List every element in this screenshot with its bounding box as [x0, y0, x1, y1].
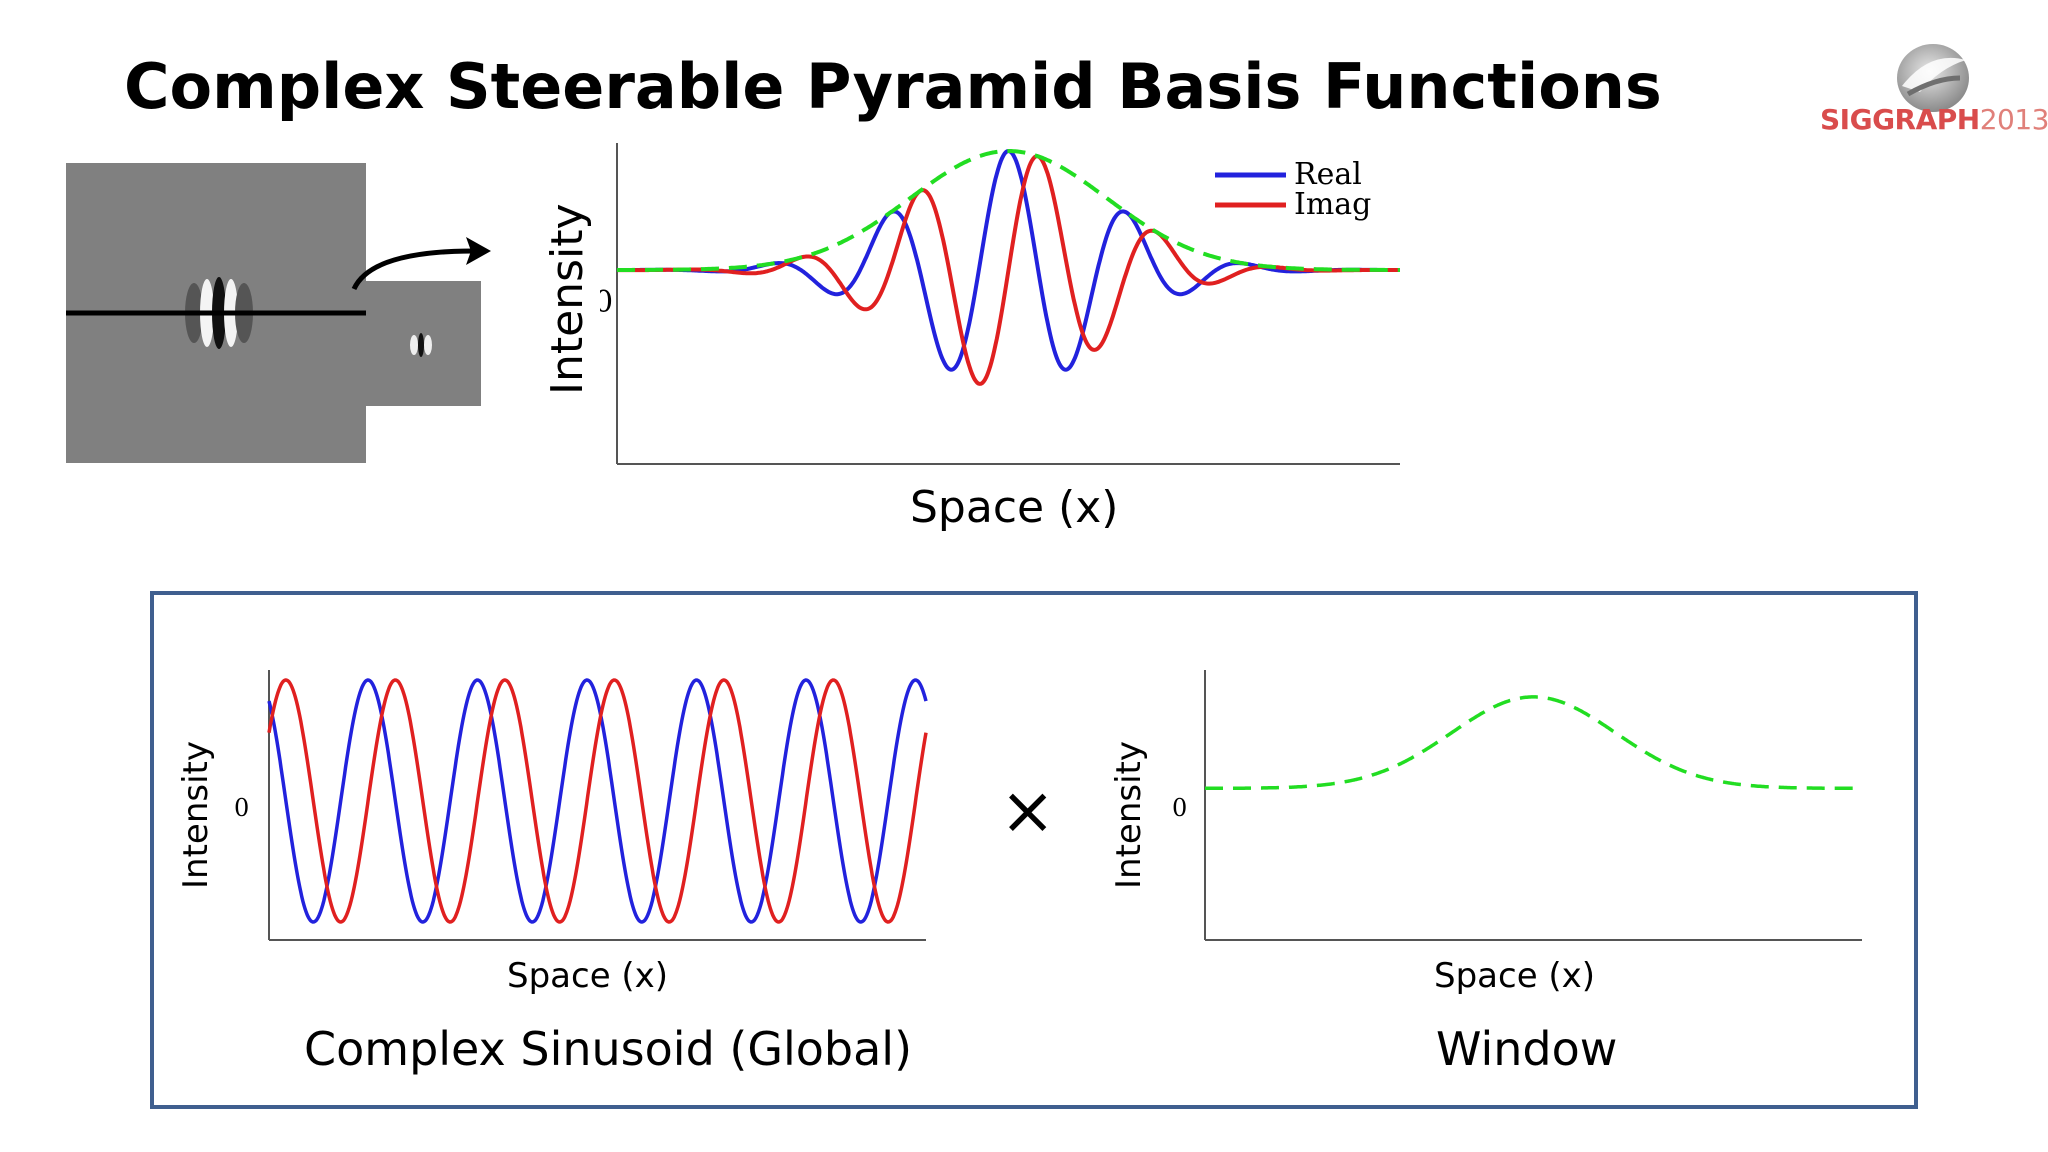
window-gaussian-line	[1205, 695, 1862, 791]
sinusoid-axes	[268, 670, 926, 941]
logo-brand: SIGGRAPH	[1820, 103, 1980, 136]
logo-year: 2013	[1979, 103, 2048, 136]
sinusoid-imag-line	[267, 678, 928, 924]
siggraph-wordmark: SIGGRAPH2013	[1820, 103, 2048, 136]
window-ylabel: Intensity	[1109, 741, 1149, 889]
sinusoid-series	[267, 678, 928, 924]
window-series	[1205, 695, 1862, 791]
series-window-line	[617, 149, 1400, 272]
multiply-sign: ×	[1000, 772, 1056, 849]
main-xlabel: Space (x)	[910, 482, 1119, 533]
main-series	[617, 148, 1400, 386]
sinusoid-chart: 0	[234, 670, 928, 941]
main-ylabel: Intensity	[542, 203, 593, 395]
legend-label-imag: Imag	[1294, 187, 1371, 222]
window-ytick-zero: 0	[1172, 794, 1187, 822]
sinusoid-ytick-zero: 0	[234, 794, 249, 822]
main-chart: 0 Real Imag	[600, 143, 1400, 465]
siggraph-logo-icon	[1897, 44, 1969, 112]
sinusoid-ylabel: Intensity	[176, 741, 216, 889]
arrow-head-icon	[466, 237, 491, 265]
filter-images	[66, 163, 491, 463]
main-legend: Real Imag	[1215, 157, 1371, 222]
window-caption: Window	[1436, 1022, 1618, 1076]
curved-arrow-icon	[351, 248, 475, 291]
legend-label-real: Real	[1294, 157, 1362, 192]
sinusoid-xlabel: Space (x)	[507, 956, 669, 996]
window-chart: 0	[1172, 670, 1862, 941]
filter-pattern-small	[410, 333, 432, 357]
slide-title: Complex Steerable Pyramid Basis Function…	[124, 50, 1662, 123]
window-axes	[1204, 670, 1862, 941]
sinusoid-caption: Complex Sinusoid (Global)	[304, 1022, 913, 1076]
main-axes	[616, 143, 1400, 465]
window-xlabel: Space (x)	[1434, 956, 1596, 996]
main-ytick-zero: 0	[600, 285, 613, 320]
decomposition-box	[150, 591, 1918, 1109]
sinusoid-real-line	[267, 678, 928, 924]
